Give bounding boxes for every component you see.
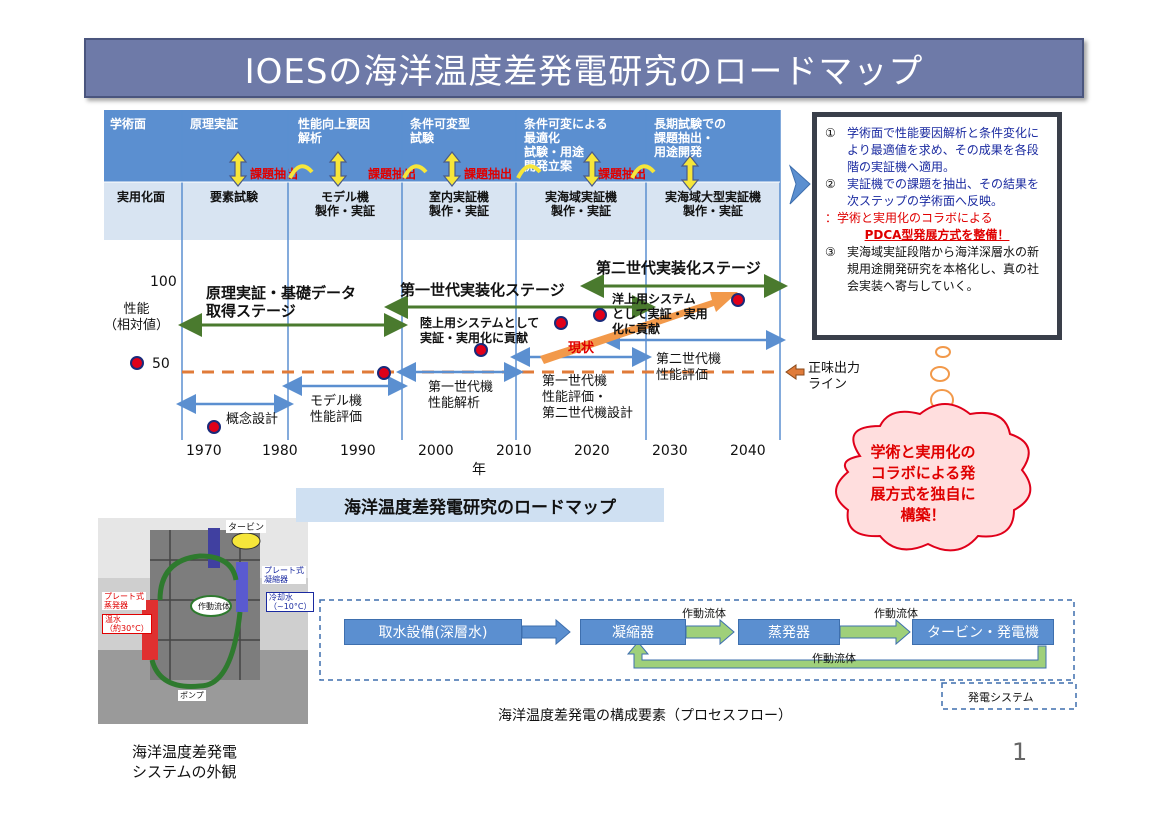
- data-points: [130, 293, 745, 434]
- roadmap-caption: 海洋温度差発電研究のロードマップ: [296, 488, 664, 522]
- page-title: IOESの海洋温度差発電研究のロードマップ: [84, 38, 1084, 98]
- callout-item-2: ② 実証機での課題を抽出、その結果を次ステップの学術面へ反映。: [825, 176, 1049, 210]
- academic-row: [104, 110, 780, 182]
- callout-note-1: ：学術と実用化のコラボによる: [825, 211, 993, 225]
- photo-cold-label: 冷却水 （~10°C）: [266, 592, 315, 612]
- practical-cell-1: 要素試験: [209, 190, 258, 204]
- academic-cell-1: 原理実証: [190, 117, 239, 131]
- callout-num-3: ③: [825, 245, 836, 259]
- flow-arrows: [521, 618, 911, 646]
- extract-label-3: 課題抽出: [464, 167, 513, 181]
- photo-warm-label: 温水 （約30°C）: [102, 614, 152, 634]
- summary-callout: ① 学術面で性能要因解析と条件変化により最適値を求め、その成果を各段階の実証機へ…: [812, 112, 1062, 340]
- flow-box-condenser: 凝縮器: [580, 619, 686, 645]
- cloud-text: 学術と実用化の コラボによる発 展方式を独自に 構築！: [870, 443, 976, 524]
- x-tick-1970: 1970: [186, 443, 222, 459]
- flow-box-evaporator: 蒸発器: [738, 619, 840, 645]
- photo-evap-label: プレート式 蒸発器: [102, 592, 146, 610]
- callout-chevron: [788, 164, 811, 205]
- x-tick-2000: 2000: [418, 443, 454, 459]
- y-tick-100: 100: [150, 274, 177, 290]
- flow-frame: [319, 599, 1075, 681]
- callout-text-1: 学術面で性能要因解析と条件変化により最適値を求め、その成果を各段階の実証機へ適用…: [847, 126, 1040, 174]
- page-title-text: IOESの海洋温度差発電研究のロードマップ: [244, 51, 924, 92]
- callout-item-3: ③ 実海域実証段階から海洋深層水の新規用途開発研究を本格化し、真の社会実装へ寄与…: [825, 244, 1049, 295]
- callout-note-2: PDCA型発展方式を整備！: [864, 228, 1010, 242]
- practical-row: [104, 182, 780, 240]
- flow-caption: 海洋温度差発電の構成要素（プロセスフロー）: [498, 708, 792, 724]
- stage2-label: 第一世代実装化ステージ: [400, 281, 565, 299]
- callout-text-2: 実証機での課題を抽出、その結果を次ステップの学術面へ反映。: [847, 177, 1040, 208]
- x-axis-label: 年: [472, 462, 486, 478]
- stage3-label: 第二世代実装化ステージ: [596, 259, 761, 277]
- flow-fluid-label-2: 作動流体: [874, 607, 918, 620]
- turbine-unit: [208, 528, 220, 568]
- system-label-frame: [941, 682, 1077, 710]
- practical-cell-2: モデル機 製作・実証: [314, 190, 375, 218]
- ocean-system-label: 洋上用システム として実証・実用 化に貢献: [612, 292, 708, 336]
- x-tick-2040: 2040: [730, 443, 766, 459]
- flow-box-intake: 取水設備(深層水): [344, 619, 522, 645]
- net-output-label: 正味出力 ライン: [808, 361, 861, 392]
- model-annotation: モデル機 性能評価: [310, 394, 363, 425]
- practical-cell-3: 室内実証機 製作・実証: [428, 190, 489, 218]
- page-number: 1: [1012, 738, 1028, 766]
- x-tick-2010: 2010: [496, 443, 532, 459]
- academic-label: 学術面: [110, 117, 147, 131]
- photo-turbine-label: タービン: [226, 520, 267, 533]
- photo-caption: 海洋温度差発電 システムの外観: [132, 743, 238, 781]
- flow-fluid-label-1: 作動流体: [682, 607, 726, 620]
- practical-cell-4: 実海域実証機 製作・実証: [544, 190, 617, 218]
- callout-item-1: ① 学術面で性能要因解析と条件変化により最適値を求め、その成果を各段階の実証機へ…: [825, 125, 1049, 176]
- y-axis-label: 性能 （相対値）: [104, 302, 170, 333]
- x-tick-2020: 2020: [574, 443, 610, 459]
- current-label: 現状: [568, 341, 595, 356]
- land-system-label: 陸上用システムとして 実証・実用化に貢献: [420, 316, 540, 345]
- concept-annotation: 概念設計: [226, 412, 279, 427]
- x-tick-1980: 1980: [262, 443, 298, 459]
- gen1-annotation: 第一世代機 性能解析: [428, 380, 494, 411]
- net-output-arrow: [785, 364, 805, 380]
- gen2-annotation: 第二世代機 性能評価: [656, 352, 722, 383]
- photo-fluid-label: 作動流体: [198, 602, 230, 611]
- callout-num-1: ①: [825, 126, 836, 140]
- x-tick-2030: 2030: [652, 443, 688, 459]
- practical-label: 実用化面: [116, 190, 165, 204]
- fluid-bubble: [190, 595, 232, 617]
- academic-cell-2: 性能向上要因 解析: [298, 117, 371, 145]
- gen1-eval-annotation: 第一世代機 性能評価・ 第二世代機設計: [542, 374, 634, 421]
- condenser-unit: [236, 562, 248, 612]
- stage1-label: 原理実証・基礎データ 取得ステージ: [206, 284, 357, 320]
- roadmap-caption-text: 海洋温度差発電研究のロードマップ: [344, 497, 616, 518]
- flow-box-turbine: タービン・発電機: [912, 619, 1054, 645]
- extract-label-1: 課題抽出: [250, 167, 299, 181]
- thought-bubbles: [930, 346, 954, 411]
- cloud-shape: [835, 403, 1032, 552]
- y-tick-50: 50: [152, 356, 170, 372]
- flow-fluid-label-3: 作動流体: [812, 652, 856, 665]
- callout-num-2: ②: [825, 177, 836, 191]
- academic-cell-4: 条件可変による 最適化 試験・用途 開発立案: [524, 117, 608, 173]
- fluid-loop: [149, 553, 243, 689]
- photo-pump-label: ポンプ: [178, 690, 206, 701]
- yellow-double-arrows: [228, 151, 700, 191]
- callout-text-3: 実海域実証段階から海洋深層水の新規用途開発研究を本格化し、真の社会実装へ寄与して…: [847, 245, 1040, 293]
- generator-unit: [231, 532, 261, 550]
- return-arrow: [626, 641, 1047, 669]
- practical-cell-5: 実海域大型実証機 製作・実証: [664, 190, 761, 218]
- progress-arrow: [540, 292, 738, 364]
- x-tick-labels: 1970 1980 1990 2000 2010 2020 2030 2040: [186, 443, 786, 461]
- x-tick-1990: 1990: [340, 443, 376, 459]
- system-label: 発電システム: [968, 691, 1034, 704]
- academic-cell-3: 条件可変型 試験: [410, 117, 471, 145]
- curved-arrows: [288, 164, 656, 179]
- photo-plate-label: プレート式 凝縮器: [262, 566, 306, 584]
